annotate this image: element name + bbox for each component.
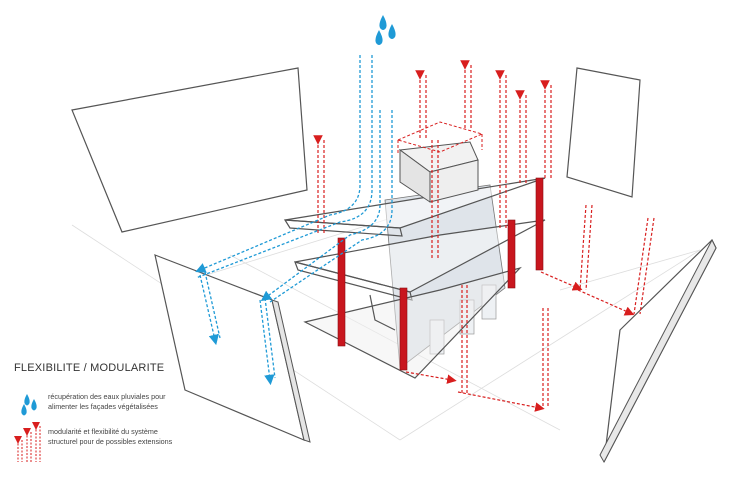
legend-item-modularity: modularité et flexibilité du système str…	[48, 427, 188, 447]
rooftop-module	[396, 121, 484, 203]
wall-panel-back-left	[71, 67, 308, 233]
legend-title: FLEXIBILITE / MODULARITE	[14, 362, 165, 374]
rainwater-lines	[195, 55, 393, 386]
legend-item-rainwater: récupération des eaux pluviales pour ali…	[48, 392, 188, 412]
legend-item-rainwater-line1: récupération des eaux pluviales pour	[48, 392, 166, 401]
legend-item-modularity-line1: modularité et flexibilité du système	[48, 427, 158, 436]
legend-item-rainwater-line2: alimenter les façades végétalisées	[48, 402, 158, 411]
floor-slabs	[283, 177, 546, 379]
legend-extension-arrows-icon	[14, 422, 41, 462]
legend-water-drops-icon	[21, 394, 37, 416]
extension-arrows-horizontal	[405, 271, 635, 412]
extension-arrows-vertical	[313, 60, 655, 408]
legend-item-modularity-line2: structurel pour de possibles extensions	[48, 437, 173, 446]
structural-columns	[337, 177, 544, 371]
wall-panel-back-right	[566, 67, 641, 198]
water-drops-icon	[375, 15, 396, 45]
